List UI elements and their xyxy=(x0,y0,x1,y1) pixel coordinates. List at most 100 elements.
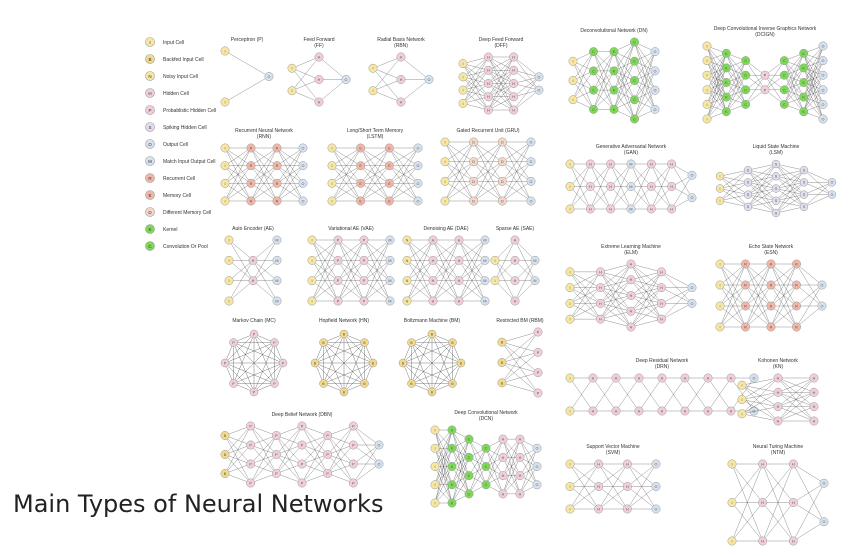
network-connection xyxy=(301,435,328,446)
network-cell xyxy=(348,440,358,450)
network-title: Restricted BM (RBM) xyxy=(496,318,544,324)
network-cell xyxy=(480,296,490,306)
network-cell xyxy=(565,406,575,416)
network-connection xyxy=(360,147,390,166)
network-cell-code: C xyxy=(468,456,471,460)
network-cell-code: E xyxy=(359,182,362,186)
network-connection xyxy=(402,342,453,364)
network-cell xyxy=(510,276,520,286)
network-connection xyxy=(745,284,772,328)
legend-cell-code: I xyxy=(149,40,150,45)
network-cell-code: I xyxy=(228,238,229,242)
network-cell-code: B xyxy=(224,434,227,438)
network-cell-code: P xyxy=(326,453,329,457)
network-title: Sparse AE (SAE) xyxy=(496,226,535,232)
network-cell xyxy=(498,434,508,444)
network-connection xyxy=(485,439,504,467)
network-cell xyxy=(402,255,412,265)
network-cell-code: I xyxy=(331,146,332,150)
network-title: Extreme Learning Machine xyxy=(601,244,661,250)
legend-cell-code: C xyxy=(148,244,152,249)
network-cell-code: S xyxy=(803,205,806,209)
network-connection xyxy=(501,372,539,383)
network-cell-code: H xyxy=(609,162,612,166)
network-cell xyxy=(356,196,366,206)
network-cell xyxy=(687,298,697,308)
network-cell xyxy=(817,301,827,311)
network-cell-code: M xyxy=(275,238,278,242)
network-connection xyxy=(638,377,663,412)
network-cell-code: H xyxy=(626,462,629,466)
network-cell-code: I xyxy=(228,299,229,303)
network-cell xyxy=(532,480,542,490)
network-cell-code: B xyxy=(451,382,454,386)
legend-cell-code: H xyxy=(148,91,151,96)
network-cell-code: O xyxy=(822,74,825,78)
network-cell-code: O xyxy=(691,196,694,200)
network-connection xyxy=(519,466,538,494)
network-cell xyxy=(339,329,349,339)
network-cell-code: I xyxy=(331,199,332,203)
network-cell-code: P xyxy=(326,434,329,438)
network-connection xyxy=(719,305,746,328)
network-cell-code: O xyxy=(654,89,657,93)
network-connection xyxy=(719,263,746,307)
network-cell xyxy=(327,178,337,188)
network-cell-code: B xyxy=(501,341,504,345)
network-cell-code: O xyxy=(417,164,420,168)
network-cell-code: O xyxy=(654,69,657,73)
network-connection xyxy=(389,183,419,202)
network-cell xyxy=(622,459,632,469)
legend-cell-code: R xyxy=(148,176,152,181)
network-title: Liquid State Machine xyxy=(753,144,800,150)
network-cell-code: P xyxy=(249,481,252,485)
network-connection xyxy=(719,169,749,177)
legend-cell-code: D xyxy=(148,210,152,215)
network-connection xyxy=(494,280,516,302)
network-connection xyxy=(323,362,374,384)
network-cell-code: H xyxy=(318,100,321,104)
network-cell xyxy=(596,298,605,308)
network-cell-code: H xyxy=(615,409,618,413)
network-cell xyxy=(428,276,438,286)
network-cell xyxy=(272,276,282,286)
network-connection xyxy=(719,182,749,201)
network-connection xyxy=(513,76,540,97)
network-cell-code: B xyxy=(363,382,366,386)
network-cell xyxy=(741,70,751,80)
legend-label: Output Cell xyxy=(163,142,188,148)
network-connection xyxy=(337,260,365,302)
network-connection xyxy=(770,263,797,286)
network-cell-code: I xyxy=(444,140,445,144)
network-connection xyxy=(473,141,503,182)
network-cell-code: P xyxy=(232,341,235,345)
network-cell xyxy=(818,70,828,80)
network-connection xyxy=(363,280,391,302)
network-connection xyxy=(372,56,402,91)
network-cell xyxy=(509,65,519,75)
network-connection xyxy=(402,362,453,384)
legend-cell-code: S xyxy=(148,125,151,130)
network-cell xyxy=(384,196,394,206)
network-cell xyxy=(594,482,604,491)
network-connection xyxy=(250,454,277,484)
network-cell xyxy=(246,161,256,171)
network-connection xyxy=(613,61,635,110)
network-cell xyxy=(630,37,639,47)
network-cell-code: H xyxy=(638,376,641,380)
network-cell xyxy=(229,338,238,347)
network-connection xyxy=(301,435,328,484)
network-connection xyxy=(501,331,539,383)
network-cell-code: I xyxy=(228,259,229,263)
network-cell xyxy=(339,387,349,397)
network-cell-code: I xyxy=(719,325,720,329)
network-cell xyxy=(533,327,543,337)
network-cell-code: K xyxy=(802,110,805,114)
network-connection xyxy=(327,425,354,474)
network-cell xyxy=(726,406,736,416)
network-connection xyxy=(432,260,460,302)
network-connection xyxy=(434,429,453,485)
